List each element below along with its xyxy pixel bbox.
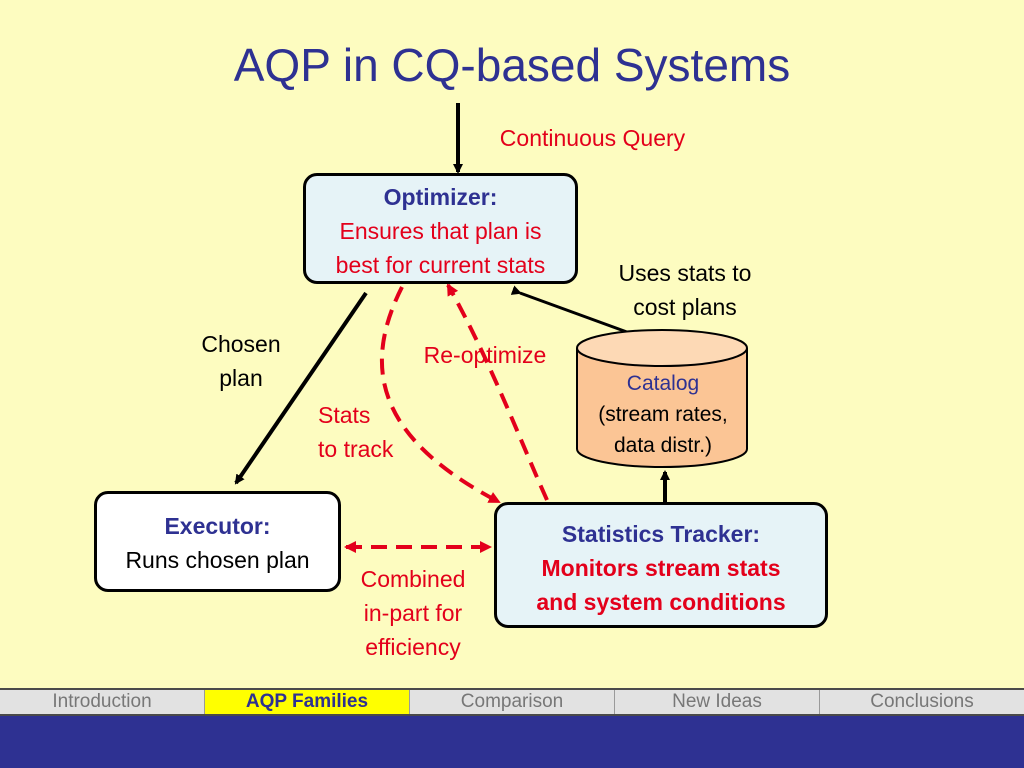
nav-tab-conclusions[interactable]: Conclusions [870,691,974,712]
chosen-plan-label: Chosen plan [176,327,306,395]
tracker-line1: Monitors stream stats [541,555,781,581]
executor-line1: Runs chosen plan [125,547,310,573]
tracker-heading: Statistics Tracker: [561,521,761,547]
optimizer-box: Optimizer: Ensures that plan is best for… [303,173,578,284]
reoptimize-arrow [446,283,549,501]
combined-line2: in-part for [363,600,463,626]
reoptimize-label: Re-optimize [423,342,547,368]
section-nav-bar: Introduction AQP Families Comparison New… [0,688,1024,716]
optimizer-heading: Optimizer: [383,184,498,210]
uses-stats-line1: Uses stats to [618,260,752,286]
stats-to-track-line2: to track [318,436,394,462]
footer-band [0,716,1024,768]
uses-stats-line2: cost plans [633,294,737,320]
catalog-title: Catalog [626,372,700,395]
catalog-line3: data distr.) [613,434,713,457]
executor-box: Executor: Runs chosen plan [94,491,341,592]
stats-to-track-arrow [380,286,501,504]
nav-tab-introduction[interactable]: Introduction [0,690,205,714]
combined-line1: Combined [360,566,466,592]
catalog-line2: (stream rates, [598,403,728,426]
executor-heading: Executor: [164,513,271,539]
statistics-tracker-box: Statistics Tracker: Monitors stream stat… [494,502,828,628]
chosen-plan-line1: Chosen [201,331,281,357]
optimizer-line2: best for current stats [335,252,546,278]
combined-label: Combined in-part for efficiency [340,562,486,664]
slide-title: AQP in CQ-based Systems [233,39,791,91]
optimizer-line1: Ensures that plan is [339,218,542,244]
nav-tab-aqp-families[interactable]: AQP Families [205,690,410,714]
chosen-plan-line2: plan [219,365,263,391]
chosen-plan-arrow [234,291,368,485]
catalog-cylinder [576,329,748,468]
nav-tab-comparison[interactable]: Comparison [410,690,615,714]
nav-tab-new-ideas[interactable]: New Ideas [615,690,820,714]
stats-to-track-label: Stats to track [318,398,428,466]
catalog-label: Catalog (stream rates, data distr.) [578,368,748,461]
continuous-query-label: Continuous Query [499,125,686,151]
tracker-line2: and system conditions [536,589,786,615]
combined-line3: efficiency [365,634,461,660]
stats-to-track-line1: Stats [318,402,371,428]
uses-stats-label: Uses stats to cost plans [590,256,780,324]
